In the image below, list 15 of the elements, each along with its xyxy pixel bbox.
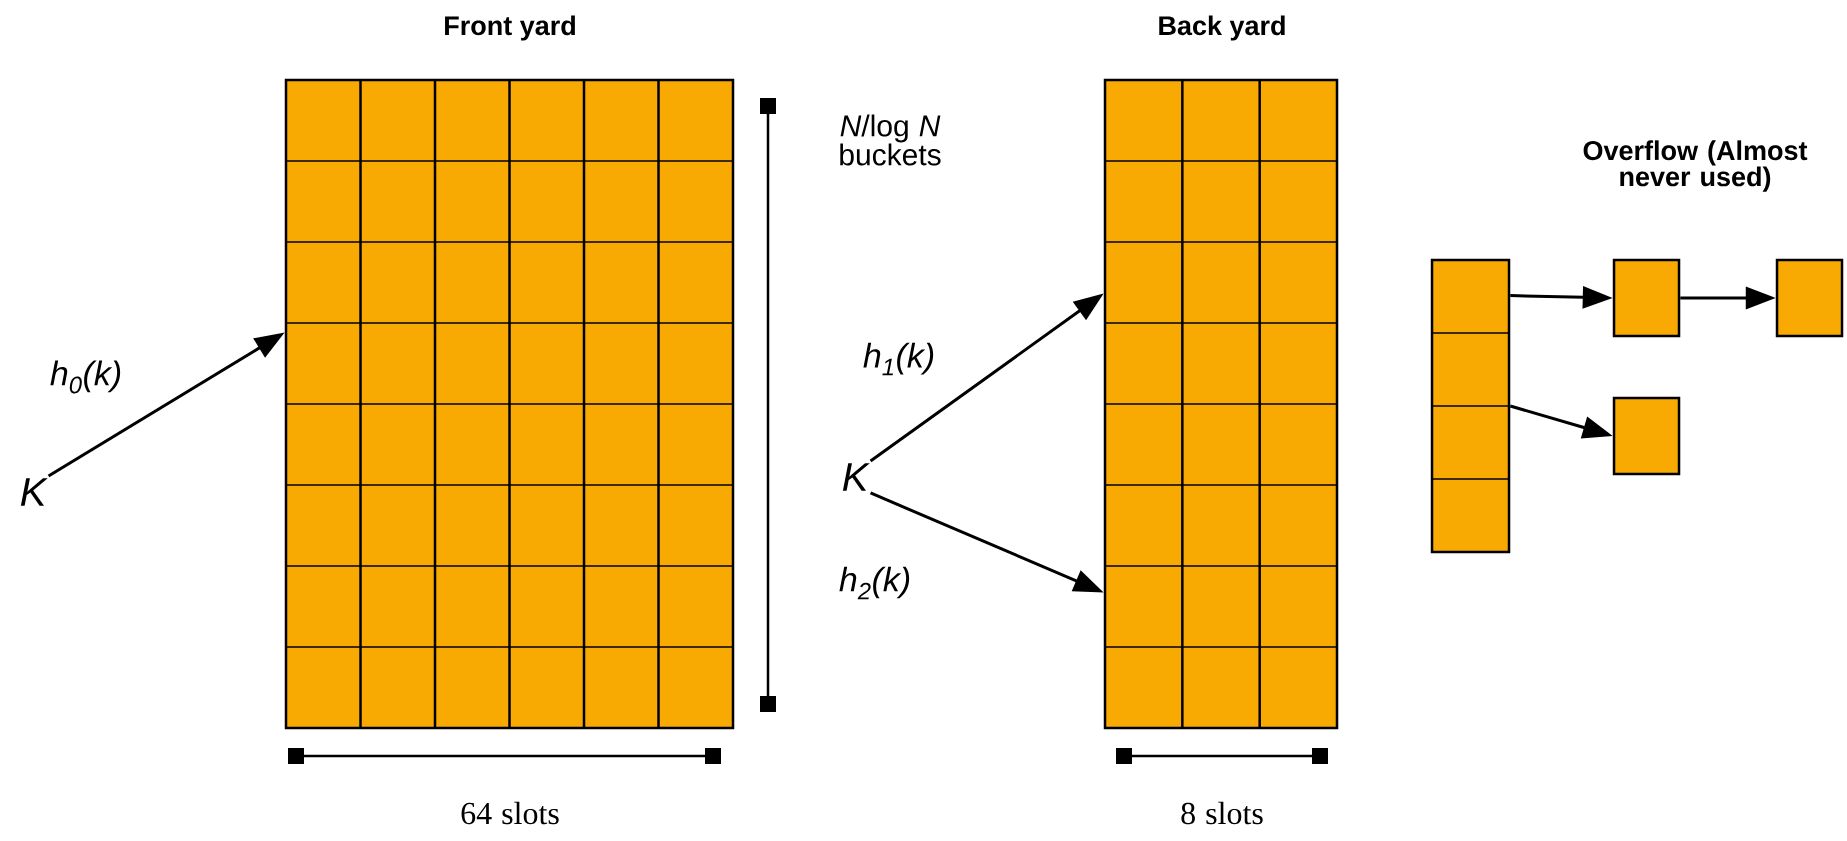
bucket-column bbox=[1430, 258, 1511, 554]
heading: Front yard bbox=[445, 15, 575, 41]
box bbox=[1612, 396, 1681, 476]
key-label: K bbox=[842, 463, 870, 491]
dimension-label: 8 slots bbox=[1181, 801, 1263, 825]
dimension-label: 64 slots bbox=[461, 801, 559, 825]
heading: Back yard bbox=[1159, 15, 1285, 41]
heading: Overflow (Almost never used) bbox=[1583, 140, 1808, 192]
edge-label: h$_{1}$(k) bbox=[861, 341, 937, 377]
key-label: K bbox=[20, 478, 48, 506]
box bbox=[1612, 258, 1681, 338]
box bbox=[1775, 258, 1844, 338]
edge-label: h$_{0}$(k) bbox=[48, 359, 124, 395]
edge-label: h$_{2}$(k) bbox=[837, 565, 913, 601]
dimension-label: N/log N buckets bbox=[840, 114, 941, 166]
